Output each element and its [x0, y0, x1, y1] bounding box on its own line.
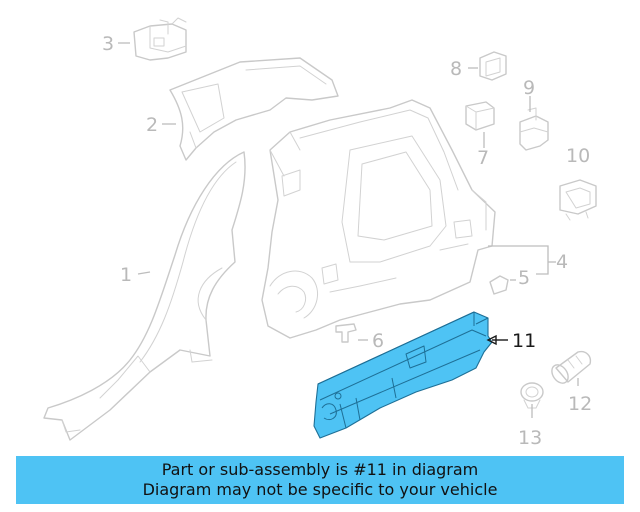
- part-3-bracket: [133, 17, 187, 61]
- callout-4: 4: [556, 251, 568, 273]
- callout-10: 10: [566, 145, 590, 167]
- part-9-bracket: [519, 96, 549, 151]
- callout-7: 7: [477, 147, 489, 169]
- callout-2: 2: [146, 114, 158, 136]
- notice-line-1: Part or sub-assembly is #11 in diagram: [161, 460, 479, 479]
- part-12-fastener: [551, 350, 592, 384]
- callout-12: 12: [568, 393, 592, 415]
- part-10-bracket: [559, 179, 597, 221]
- callout-9: 9: [523, 77, 535, 99]
- notice-banner: Part or sub-assembly is #11 in diagram D…: [16, 456, 624, 504]
- callout-3: 3: [102, 33, 114, 55]
- callout-11: 11: [512, 330, 536, 352]
- callout-5: 5: [518, 267, 530, 289]
- part-1-quarter-pillar-trim: [43, 151, 246, 441]
- part-8-clip: [479, 51, 507, 81]
- callout-1: 1: [120, 264, 132, 286]
- part-5-grommet: [489, 275, 509, 295]
- callout-labels: 1 2 3 4 5 6 7 8 9 10 11 12 13: [102, 33, 592, 449]
- part-2-upper-trim: [169, 57, 339, 161]
- quarter-trim-panel: [261, 99, 496, 339]
- callout-8: 8: [450, 58, 462, 80]
- part-6-pin: [335, 323, 357, 343]
- callout-6: 6: [372, 330, 384, 352]
- leader-lines: [118, 42, 579, 418]
- notice-line-2: Diagram may not be specific to your vehi…: [142, 480, 498, 499]
- callout-13: 13: [518, 427, 542, 449]
- part-11-sill-plate: [313, 311, 493, 439]
- part-7-clip: [465, 101, 495, 131]
